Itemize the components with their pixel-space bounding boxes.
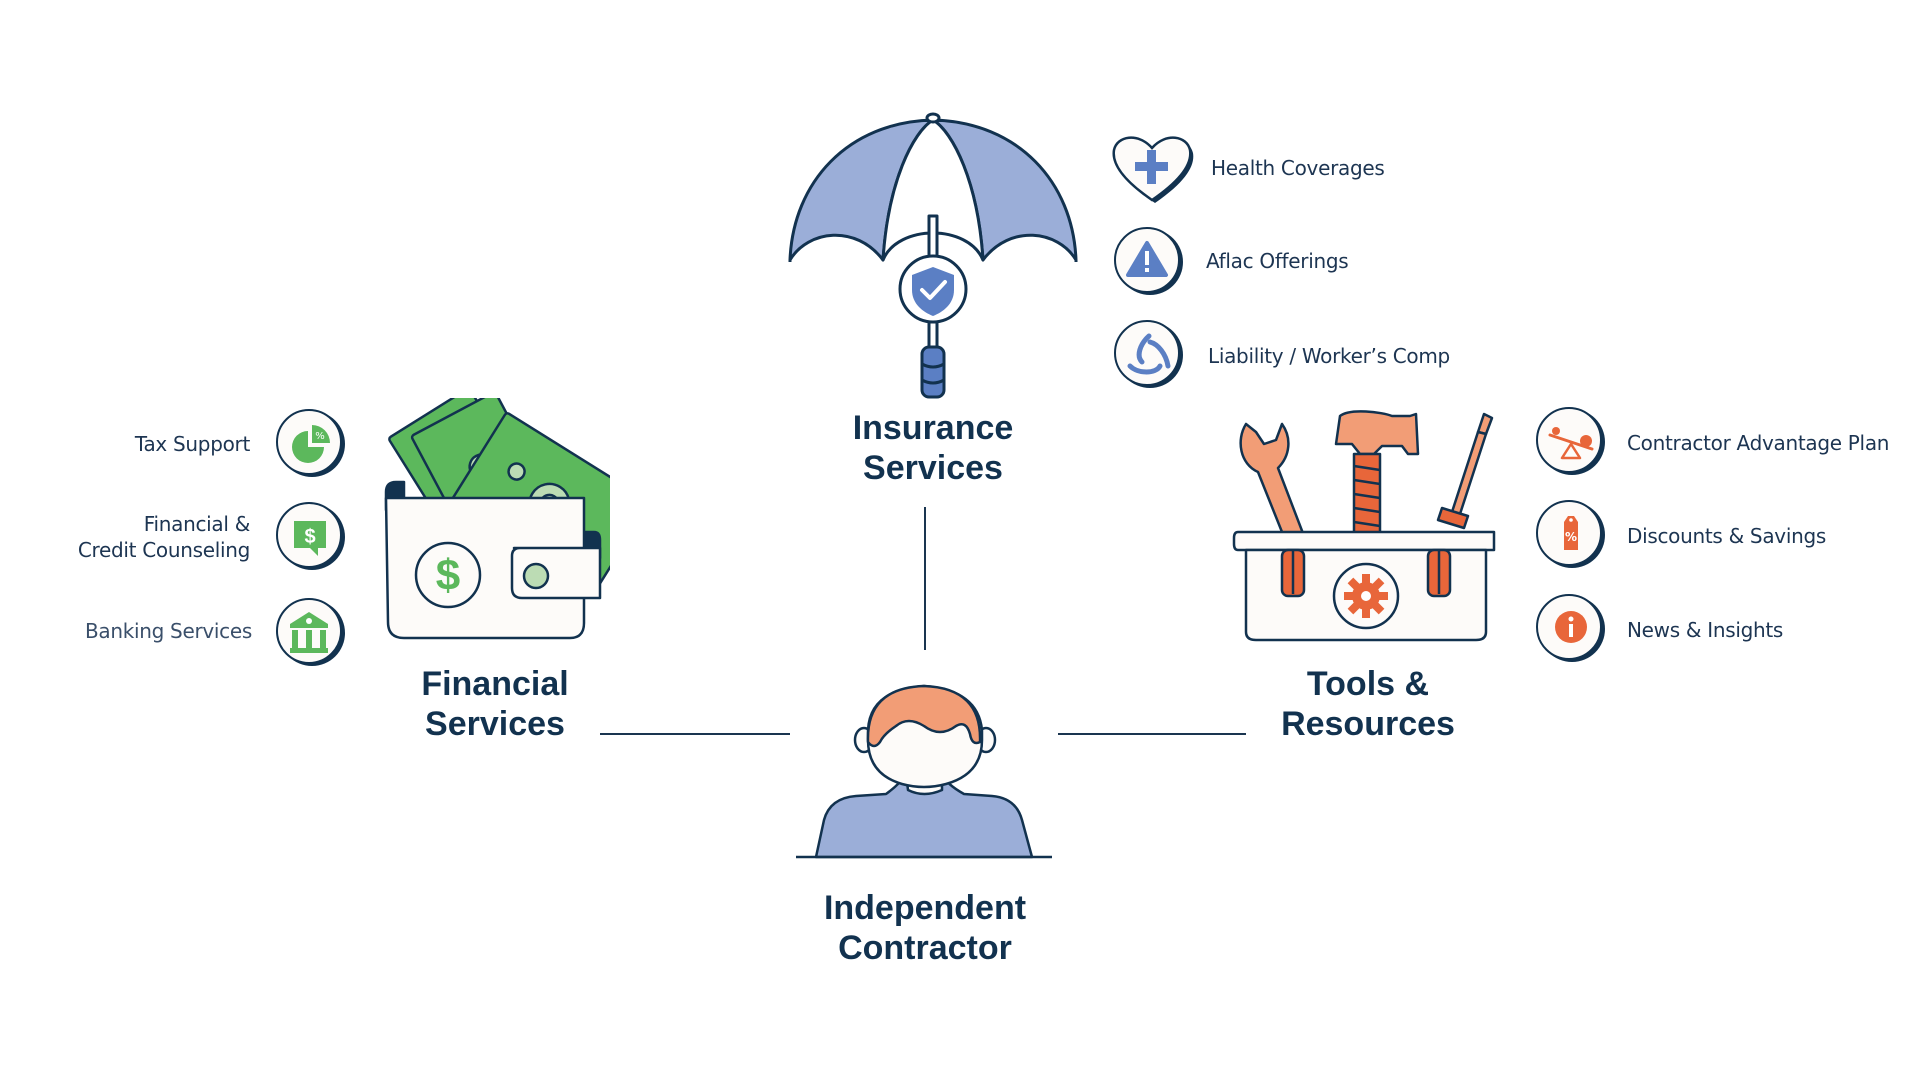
tools-title-line2: Resources <box>1281 705 1455 743</box>
tools-title-line1: Tools & <box>1306 665 1430 703</box>
price-tag-icon: % <box>1564 516 1578 550</box>
seesaw-icon <box>1548 427 1594 460</box>
aflac-offerings-label: Aflac Offerings <box>1206 249 1349 273</box>
advantage-plan-badge <box>1536 407 1602 473</box>
tools-resources-title: Tools & Resources <box>1248 664 1488 744</box>
toolbox-icon <box>1232 410 1496 642</box>
tax-support-label: Tax Support <box>134 432 250 456</box>
connector-tools <box>1058 733 1246 735</box>
wallet-icon: $ <box>384 398 610 640</box>
insurance-title-line2: Services <box>863 449 1003 487</box>
counseling-label-line1: Financial & <box>143 512 251 536</box>
trefoil-icon <box>1127 333 1171 375</box>
news-badge <box>1536 594 1602 660</box>
counseling-label-line2: Credit Counseling <box>77 538 250 562</box>
warning-triangle-icon <box>1126 241 1168 277</box>
independent-contractor-title: Independent Contractor <box>790 888 1060 968</box>
dollar-chat-icon: $ <box>294 521 326 556</box>
discounts-badge: % <box>1536 500 1602 566</box>
bank-icon <box>290 612 328 653</box>
tax-badge: % <box>276 409 342 475</box>
financial-title-line1: Financial <box>421 665 569 703</box>
person-avatar-icon <box>796 684 1052 859</box>
heart-plus-icon <box>1112 136 1194 203</box>
center-title-line2: Contractor <box>838 929 1012 967</box>
pie-percent-icon: % <box>292 425 330 463</box>
svg-text:%: % <box>1565 530 1577 544</box>
health-coverages-label: Health Coverages <box>1211 156 1385 180</box>
liability-badge <box>1114 320 1180 386</box>
discounts-savings-label: Discounts & Savings <box>1627 524 1826 548</box>
banking-services-label: Banking Services <box>84 619 252 643</box>
connector-insurance <box>924 507 926 650</box>
insurance-services-title: Insurance Services <box>820 408 1046 488</box>
financial-title-line2: Services <box>425 705 565 743</box>
counseling-badge: $ <box>276 502 342 568</box>
info-icon <box>1555 611 1587 643</box>
aflac-badge <box>1114 227 1180 293</box>
counseling-label: Financial & Credit Counseling <box>40 511 250 563</box>
connector-financial <box>600 733 790 735</box>
svg-text:$: $ <box>304 526 315 548</box>
insurance-title-line1: Insurance <box>852 409 1014 447</box>
umbrella-icon <box>788 112 1078 399</box>
advantage-plan-label: Contractor Advantage Plan <box>1627 431 1890 455</box>
financial-services-title: Financial Services <box>380 664 610 744</box>
center-title-line1: Independent <box>823 889 1027 927</box>
banking-badge <box>276 598 342 664</box>
svg-text:$: $ <box>436 551 460 600</box>
news-insights-label: News & Insights <box>1627 618 1784 642</box>
svg-text:%: % <box>315 431 325 442</box>
liability-label: Liability / Worker’s Comp <box>1208 344 1450 368</box>
